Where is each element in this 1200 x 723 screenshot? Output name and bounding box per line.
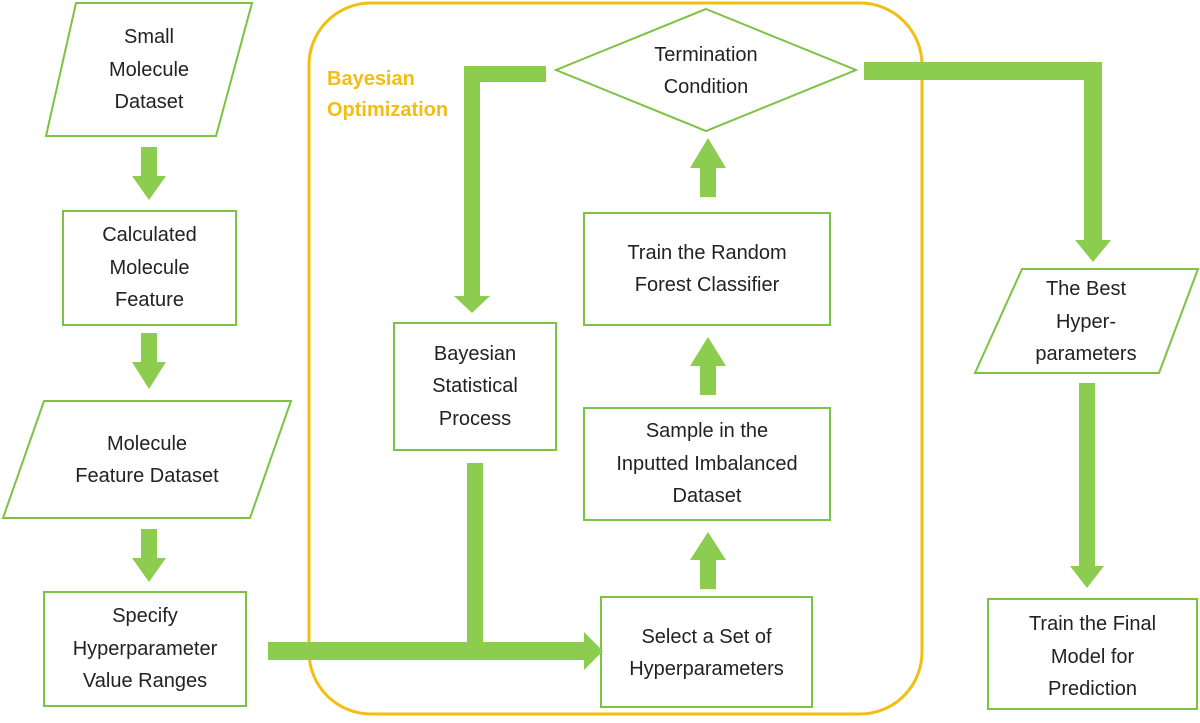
arrow-sample-to-train-classifier: [690, 337, 726, 395]
arrow-specify-ranges-to-select-set: [268, 632, 603, 670]
node-label-line: Termination: [654, 43, 758, 66]
select-set-of-hyperparameters-shape: [600, 596, 813, 708]
node-label-line: Train the Final: [1028, 613, 1157, 636]
bayesian-statistical-process-node: Bayesian Statistical Process: [394, 323, 556, 450]
termination-condition-node: Termination Condition: [606, 40, 806, 102]
node-label-line: Process: [438, 407, 512, 430]
node-label-line: Calculated: [102, 224, 197, 247]
arrow-train-classifier-to-termination: [690, 138, 726, 197]
small-molecule-dataset-shape: [44, 1, 254, 137]
train-final-model-shape: [987, 598, 1198, 710]
node-label-line: Hyper-: [1055, 310, 1116, 333]
node-label-line: Statistical: [432, 375, 518, 398]
small-molecule-dataset-node: Small Molecule Dataset: [76, 8, 222, 132]
sample-inputted-imbalanced-dataset-node: Sample in the Inputted Imbalanced Datase…: [584, 408, 830, 520]
arrow-termination-to-bayesian-process: [454, 66, 546, 313]
bayesian-statistical-process-shape: [393, 322, 557, 451]
node-label-line: Molecule: [109, 256, 190, 279]
node-label-line: Small: [123, 26, 174, 49]
node-label-line: Feature Dataset: [75, 465, 219, 487]
node-label-line: parameters: [1035, 343, 1137, 366]
arrow-bayesian-process-to-select-set: [467, 463, 483, 660]
arrow-best-hyperparameters-to-train-final: [1070, 383, 1104, 588]
group-label-line: Optimization: [327, 99, 449, 121]
molecule-feature-dataset-node: Molecule Feature Dataset: [47, 412, 247, 508]
node-label-line: Molecule: [108, 58, 190, 81]
node-label-line: The Best: [1045, 278, 1127, 301]
bayesian-optimization-label: Bayesian Optimization: [327, 64, 448, 126]
node-label-line: Sample in the: [645, 420, 769, 443]
node-label-line: Bayesian: [433, 342, 517, 365]
train-random-forest-classifier-shape: [583, 212, 831, 326]
select-set-of-hyperparameters-node: Select a Set of Hyperparameters: [601, 620, 812, 686]
node-label-line: Hyperparameters: [629, 658, 784, 680]
node-label-line: Inputted Imbalanced: [616, 452, 798, 475]
node-label-line: Hyperparameter: [72, 637, 218, 660]
node-label-line: Dataset: [672, 485, 742, 508]
arrow-calculated-feature-to-feature-dataset: [132, 333, 166, 389]
node-label-line: Dataset: [114, 91, 184, 114]
arrow-small-dataset-to-calculated-feature: [132, 147, 166, 200]
bayesian-optimization-group: [307, 1, 924, 716]
best-hyperparameters-shape: [973, 268, 1200, 374]
node-label-line: Forest Classifier: [634, 274, 780, 296]
arrow-termination-to-best-hyperparameters: [864, 62, 1111, 262]
arrow-select-set-to-sample: [690, 532, 726, 589]
node-label-line: Train the Random: [627, 241, 787, 264]
arrow-feature-dataset-to-specify-ranges: [132, 529, 166, 582]
termination-condition-shape: [553, 7, 859, 133]
node-label-line: Specify: [112, 605, 178, 628]
sample-inputted-imbalanced-dataset-shape: [583, 407, 831, 521]
node-label-line: Prediction: [1048, 678, 1137, 701]
calculated-molecule-feature-shape: [62, 210, 237, 326]
node-label-line: Molecule: [106, 432, 188, 455]
molecule-feature-dataset-shape: [1, 400, 293, 519]
calculated-molecule-feature-node: Calculated Molecule Feature: [63, 211, 236, 325]
node-label-line: Model for: [1050, 645, 1135, 668]
node-label-line: Select a Set of: [641, 625, 772, 648]
node-label-line: Feature: [115, 289, 184, 312]
train-random-forest-classifier-node: Train the Random Forest Classifier: [584, 237, 830, 301]
node-label-line: Value Ranges: [82, 670, 208, 693]
specify-hyperparameter-value-ranges-shape: [43, 591, 247, 707]
group-label-line: Bayesian: [327, 68, 415, 90]
best-hyperparameters-node: The Best Hyper- parameters: [1010, 273, 1162, 371]
specify-hyperparameter-value-ranges-node: Specify Hyperparameter Value Ranges: [44, 592, 246, 706]
node-label-line: Condition: [663, 76, 749, 98]
train-final-model-node: Train the Final Model for Prediction: [988, 608, 1197, 706]
